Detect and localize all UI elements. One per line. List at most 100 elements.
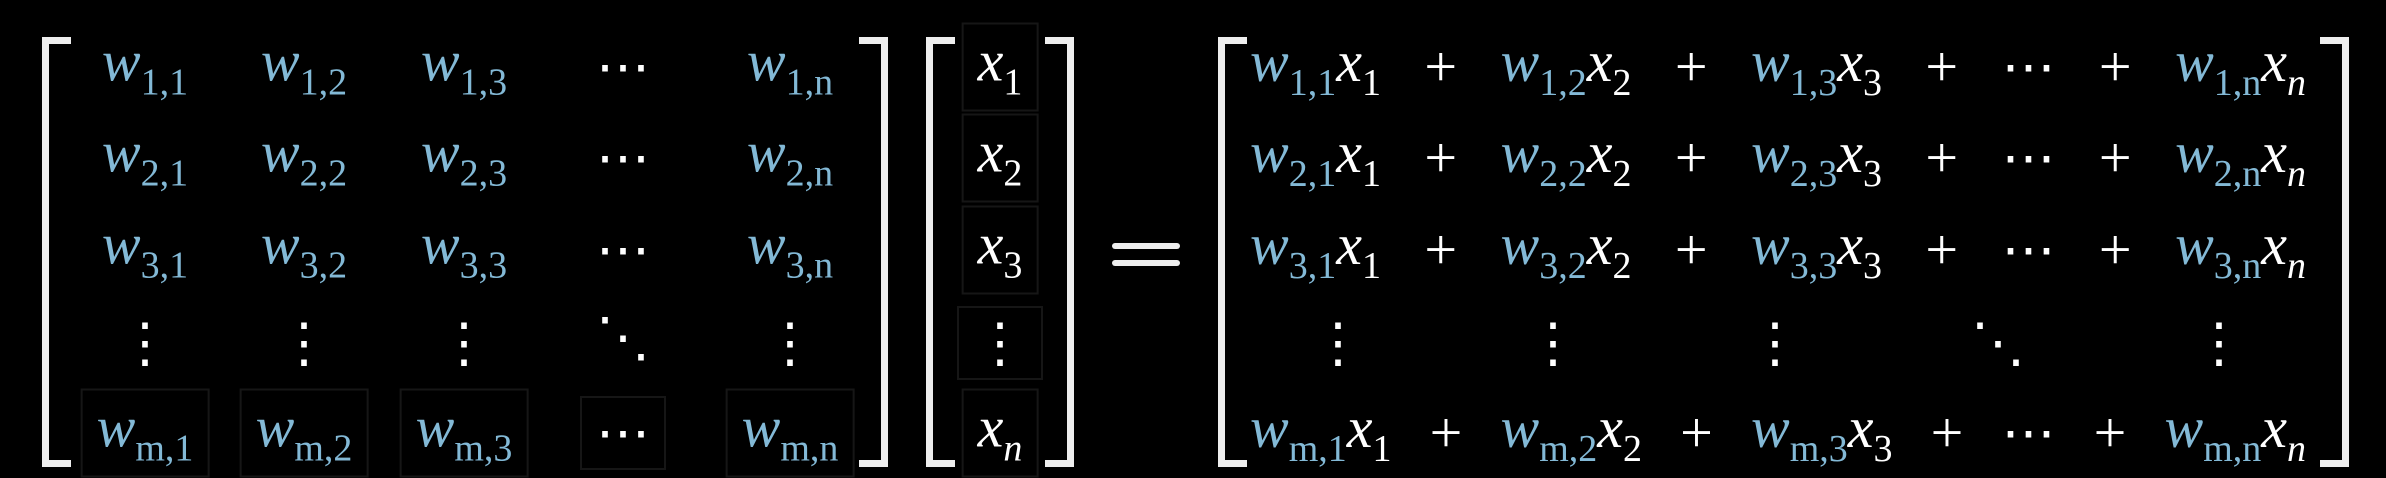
weight-entry: wm,3 [399, 388, 529, 478]
weight-entry: w1,2 [261, 32, 347, 102]
input-symbol: x [1837, 119, 1863, 185]
input-entry: x2 [961, 113, 1039, 203]
input-symbol: x [2261, 28, 2287, 94]
weight-entry: ⋯ [596, 131, 650, 185]
input-subscript: 3 [1862, 61, 1882, 104]
weight-subscript: 3,3 [1789, 244, 1838, 287]
result-dots: ⋮ [2192, 313, 2246, 373]
weight-entry: ⋮ [118, 316, 172, 370]
input-symbol: x [2261, 119, 2287, 185]
weight-entry: wm,1 [80, 388, 210, 478]
weight-entry: w2,n [747, 123, 834, 195]
input-entry: x3 [961, 205, 1039, 295]
result-term: w3,3x3 [1751, 215, 1882, 287]
result-term: w2,nxn [2175, 123, 2306, 195]
weight-entry-subscript: 2,n [785, 152, 834, 195]
result-term: w1,nxn [2175, 32, 2306, 102]
input-subscript: n [2287, 152, 2306, 195]
input-subscript: 2 [1612, 61, 1632, 104]
input-symbol: x [1837, 28, 1863, 94]
input-symbol: x [2261, 394, 2287, 460]
equals-sign-top [1112, 243, 1180, 249]
weight-entry-base: w [746, 211, 786, 277]
weight-entry-base: w [96, 394, 136, 460]
weight-entry-subscript: 3,1 [140, 244, 189, 287]
input-entry-base: x [977, 119, 1004, 185]
weight-symbol: w [1250, 394, 1289, 460]
input-symbol: x [1586, 28, 1613, 94]
weight-entry-base: w [741, 394, 781, 460]
plus-sign: + [1674, 125, 1708, 190]
plus-sign: + [1925, 217, 1959, 282]
weight-entry-subscript: 1,3 [459, 61, 508, 104]
result-term: wm,1x1 [1250, 398, 1392, 470]
weight-symbol: w [2164, 394, 2204, 460]
input-symbol: x [1346, 394, 1373, 460]
weight-subscript: 2,3 [1789, 152, 1838, 195]
weight-entry-subscript: m,1 [135, 427, 194, 470]
weight-entry-base: w [420, 211, 460, 277]
weight-entry-subscript: 2,3 [459, 152, 508, 195]
weight-symbol: w [1751, 119, 1790, 185]
weight-entry: wm,2 [239, 388, 369, 478]
input-subscript: n [2287, 244, 2306, 287]
weight-subscript: 1,1 [1288, 61, 1337, 104]
weight-symbol: w [1500, 28, 1540, 94]
weight-subscript: m,3 [1789, 427, 1848, 470]
result-ellipsis: ⋯ [2001, 403, 2056, 463]
input-symbol: x [1586, 119, 1613, 185]
input-subscript: 2 [1623, 427, 1642, 470]
input-subscript: 3 [1862, 244, 1882, 287]
weight-entry-symbol: ⋮ [118, 313, 172, 373]
input-subscript: 1 [1361, 244, 1381, 287]
weight-entry: w3,3 [421, 215, 507, 285]
weight-entry-symbol: ⋮ [277, 313, 331, 373]
plus-sign: + [1930, 400, 1964, 465]
weight-subscript: 1,2 [1539, 61, 1587, 104]
result-term: w3,nxn [2175, 215, 2306, 287]
plus-sign: + [1925, 34, 1959, 99]
input-symbol: x [1847, 394, 1874, 460]
result-term: w2,2x2 [1501, 123, 1632, 195]
input-entry-subscript: 1 [1003, 61, 1023, 104]
weight-entry-base: w [101, 119, 141, 185]
weight-subscript: 3,2 [1539, 244, 1587, 287]
weight-entry-symbol: ⋯ [596, 128, 650, 188]
result-ellipsis: ⋯ [2001, 220, 2056, 280]
result-dots: ⋱ [1971, 313, 2025, 373]
weight-entry: w2,1 [102, 123, 189, 195]
weight-entry-base: w [746, 119, 786, 185]
plus-sign: + [2093, 400, 2127, 465]
weight-subscript: m,1 [1288, 427, 1347, 470]
plus-sign: + [1925, 125, 1959, 190]
weight-entry: w3,1 [102, 215, 189, 287]
result-term: w2,3x3 [1751, 123, 1882, 195]
result-row: w1,1x1+w1,2x2+w1,3x3+⋯+w1,nxn [1250, 27, 2306, 107]
plus-sign: + [2098, 125, 2132, 190]
weight-entry-subscript: 1,n [785, 61, 834, 104]
result-term: wm,3x3 [1751, 398, 1893, 470]
weight-entry: w2,3 [421, 123, 508, 195]
input-symbol: x [1336, 119, 1362, 185]
left-matrix-close-bracket [859, 37, 888, 467]
vector-open-bracket [926, 37, 955, 467]
result-term: w1,2x2 [1501, 32, 1632, 104]
input-subscript: 3 [1873, 427, 1893, 470]
weight-entry-base: w [260, 211, 300, 277]
weight-entry: ⋮ [437, 316, 491, 370]
result-dots: ⋮ [1748, 313, 1802, 373]
weight-subscript: 2,2 [1539, 152, 1587, 195]
result-row: wm,1x1+wm,2x2+wm,3x3+⋯+wm,nxn [1250, 393, 2306, 473]
plus-sign: + [1429, 400, 1463, 465]
input-entry-subscript: n [1003, 427, 1023, 470]
weight-entry-base: w [746, 28, 786, 94]
input-entry-symbol: ⋮ [973, 313, 1027, 373]
input-entry-subscript: 3 [1003, 244, 1023, 287]
left-matrix-open-bracket [42, 37, 71, 467]
input-subscript: 2 [1612, 244, 1632, 287]
weight-entry-symbol: ⋮ [763, 313, 817, 373]
input-entry: xn [961, 388, 1039, 478]
weight-entry: ⋱ [596, 311, 650, 365]
weight-entry-subscript: 2,1 [140, 152, 189, 195]
input-entry-subscript: 2 [1003, 152, 1023, 195]
